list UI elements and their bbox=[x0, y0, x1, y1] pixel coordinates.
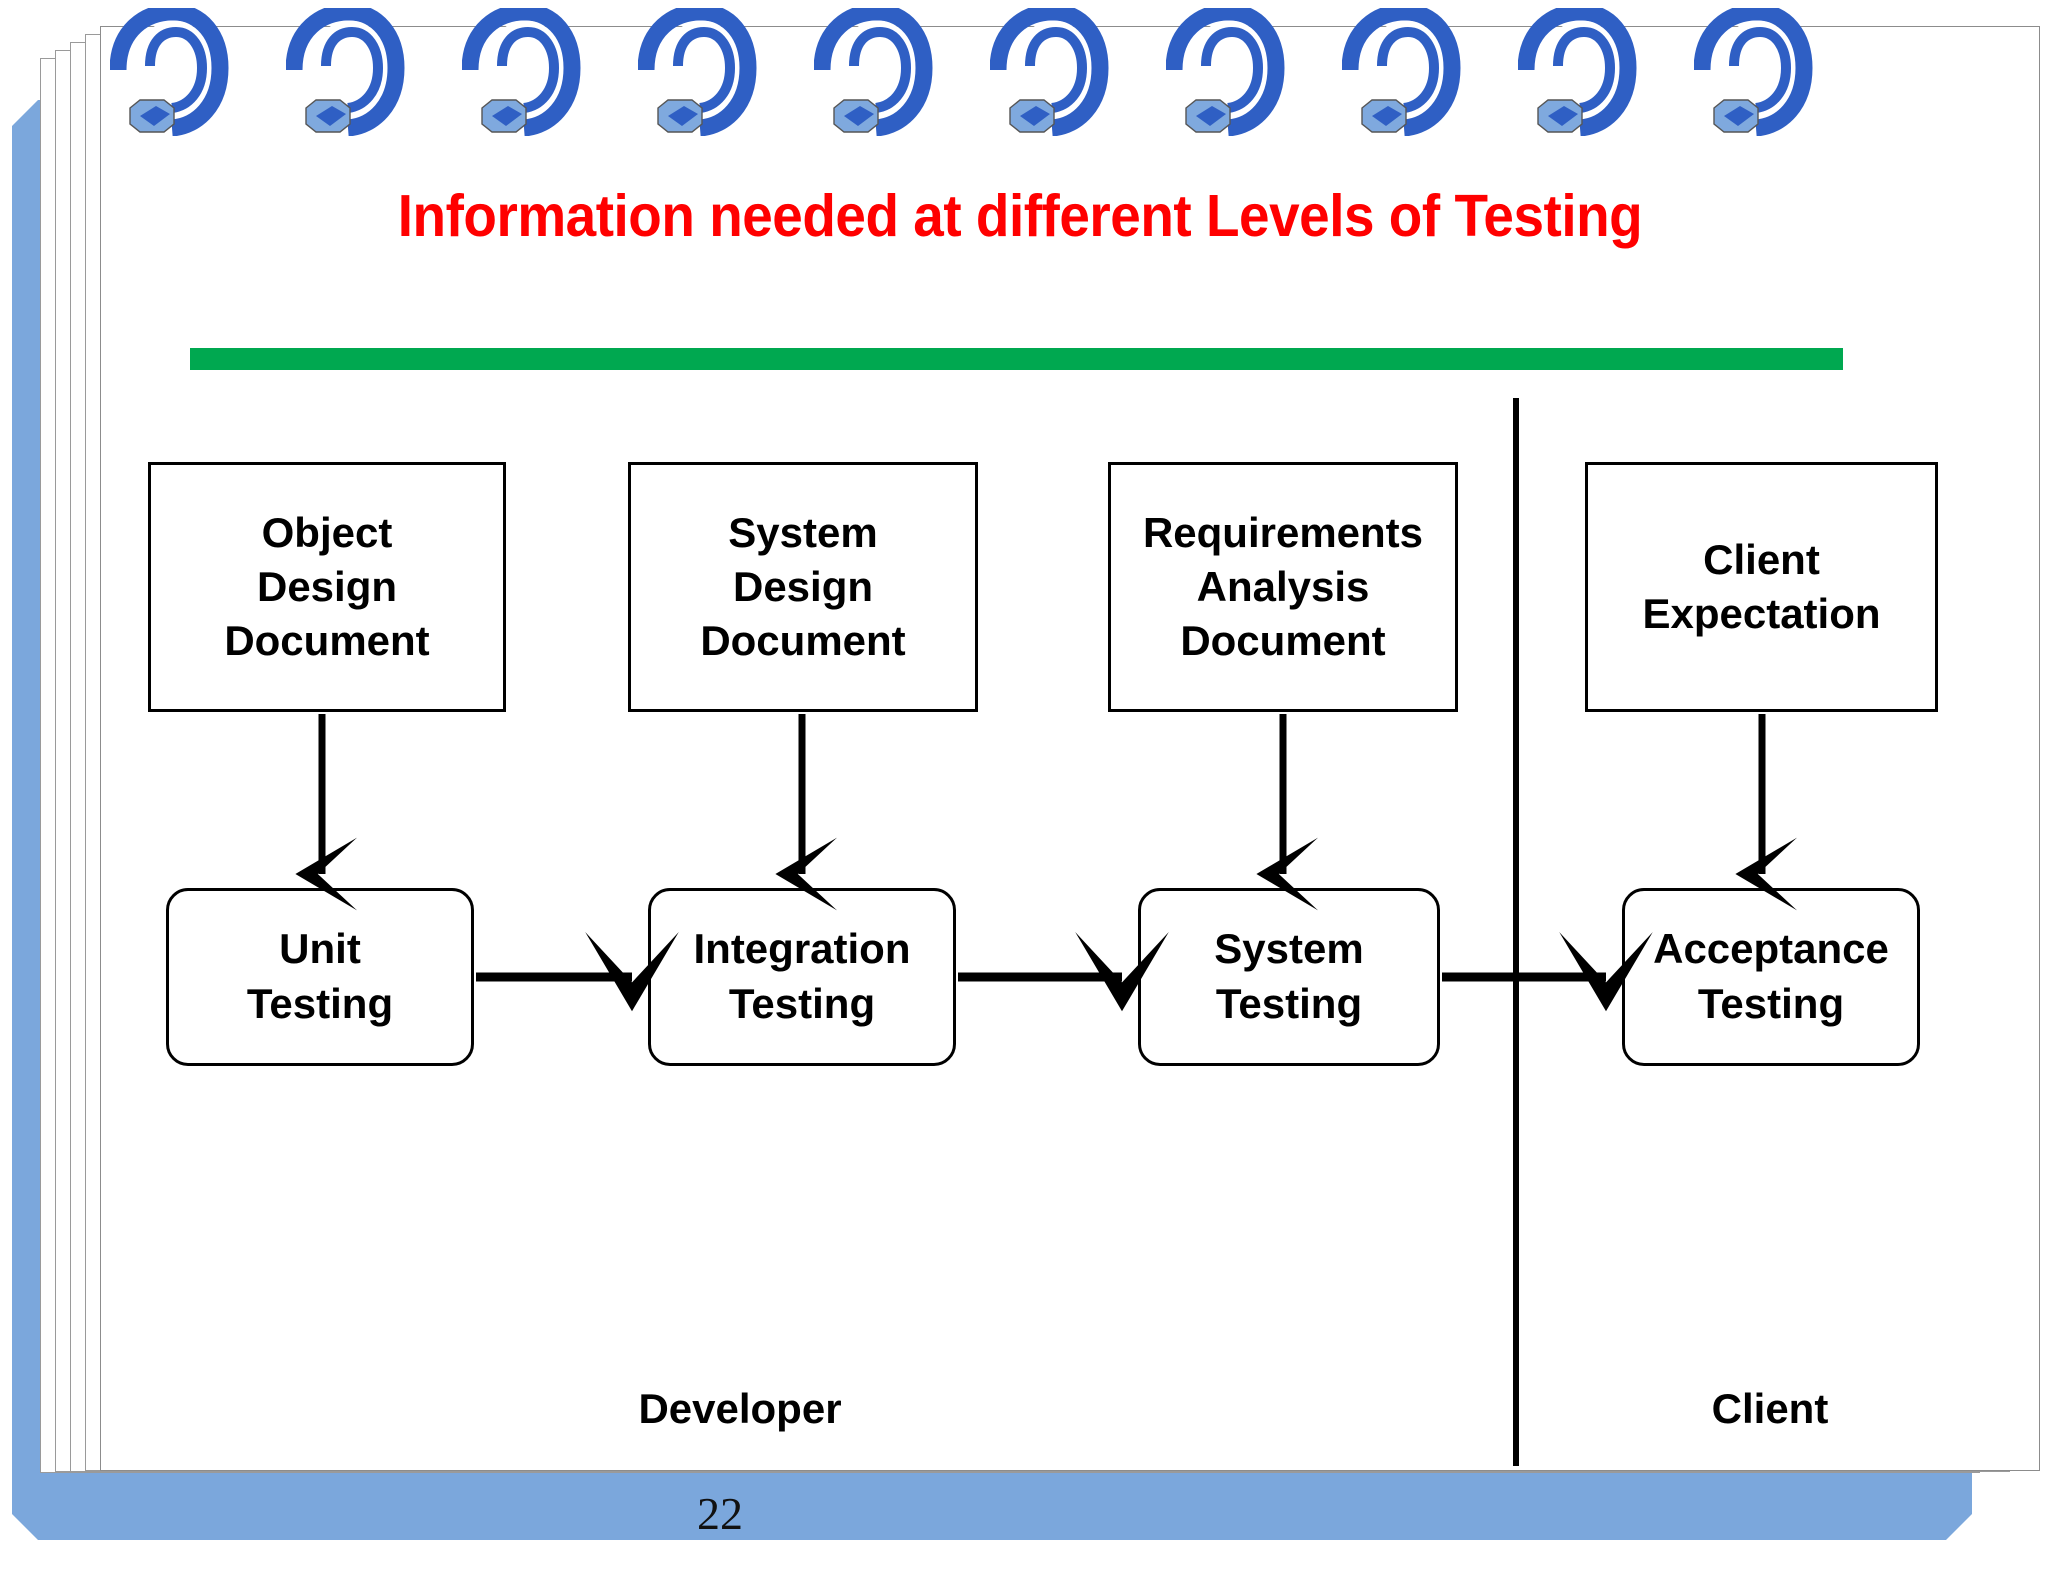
box-line: System bbox=[1214, 925, 1364, 973]
box-line: Requirements bbox=[1142, 509, 1424, 557]
box-line: Document bbox=[700, 616, 906, 664]
page-front-sheet bbox=[100, 26, 2040, 1471]
diagram-box-acceptance-testing[interactable]: Acceptance Testing bbox=[1622, 888, 1920, 1066]
box-line: Integration bbox=[693, 925, 911, 973]
diagram-box-client-expectation[interactable]: Client Expectation bbox=[1585, 462, 1938, 712]
diagram-box-requirements-analysis-document[interactable]: Requirements Analysis Document bbox=[1108, 462, 1458, 712]
title-underline-rule bbox=[190, 348, 1843, 370]
page-title: Information needed at different Levels o… bbox=[397, 183, 1643, 249]
box-line: Testing bbox=[246, 980, 394, 1027]
box-line: Acceptance bbox=[1653, 925, 1889, 973]
box-line: Expectation bbox=[1642, 590, 1881, 637]
diagram-box-integration-testing[interactable]: Integration Testing bbox=[648, 888, 956, 1066]
diagram-box-object-design-document[interactable]: Object Design Document bbox=[148, 462, 506, 712]
box-line: Design bbox=[732, 563, 874, 611]
box-line: Testing bbox=[1215, 980, 1363, 1027]
box-line: Document bbox=[224, 616, 430, 664]
diagram-box-unit-testing[interactable]: Unit Testing bbox=[166, 888, 474, 1066]
box-line: Client bbox=[1703, 536, 1820, 584]
diagram-box-system-testing[interactable]: System Testing bbox=[1138, 888, 1440, 1066]
box-line: Unit bbox=[279, 925, 361, 973]
page-number: 22 bbox=[697, 1488, 743, 1539]
box-line: Design bbox=[256, 563, 398, 611]
box-line: Analysis bbox=[1196, 563, 1370, 611]
box-line: Object bbox=[261, 509, 393, 557]
box-line: Testing bbox=[728, 980, 876, 1027]
box-line: System bbox=[728, 509, 878, 557]
box-line: Testing bbox=[1697, 980, 1845, 1027]
diagram-box-system-design-document[interactable]: System Design Document bbox=[628, 462, 978, 712]
box-line: Document bbox=[1180, 616, 1386, 664]
